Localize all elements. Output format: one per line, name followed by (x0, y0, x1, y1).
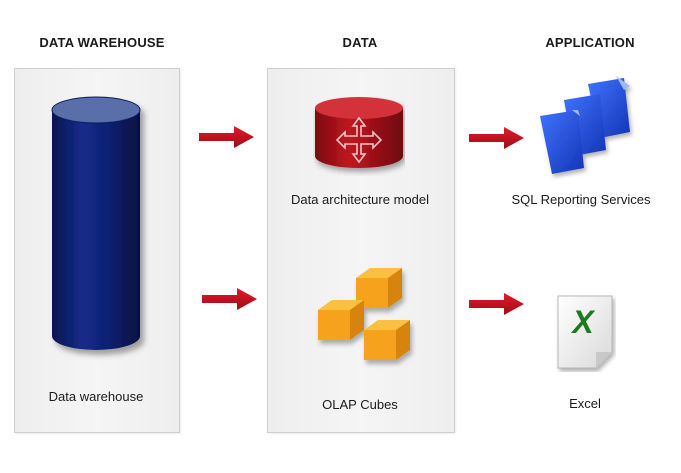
header-data: DATA (342, 35, 378, 50)
data-warehouse-label: Data warehouse (48, 389, 144, 404)
arrow-right-icon (199, 126, 254, 148)
header-application: APPLICATION (545, 35, 635, 50)
sql-reporting-services-label: SQL Reporting Services (511, 192, 651, 207)
excel-file-icon (557, 295, 613, 369)
database-network-icon (315, 97, 403, 168)
olap-cubes-label: OLAP Cubes (322, 397, 398, 412)
cubes-icon (318, 268, 410, 360)
arrow-right-icon (469, 293, 524, 315)
header-data-warehouse: DATA WAREHOUSE (39, 35, 165, 50)
database-cylinder-icon (51, 96, 141, 350)
excel-x-glyph: X (572, 304, 594, 340)
sql-reporting-pages-icon (540, 76, 630, 174)
excel-label: Excel (569, 396, 601, 411)
data-architecture-model-label: Data architecture model (290, 192, 429, 207)
arrow-right-icon (469, 127, 524, 149)
arrow-right-icon (202, 288, 257, 310)
